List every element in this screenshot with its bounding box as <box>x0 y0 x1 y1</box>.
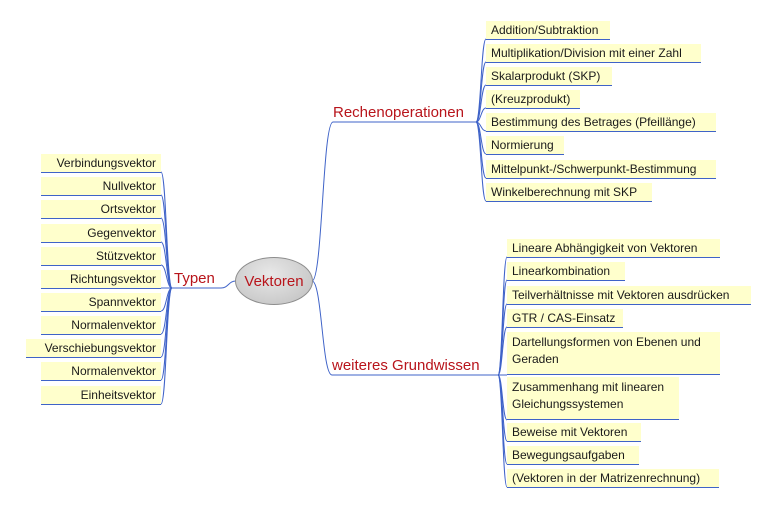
typen-item[interactable]: Verschiebungsvektor <box>26 339 161 358</box>
branch-rechenoperationen[interactable]: Rechenoperationen <box>333 104 464 121</box>
branch-weiteres-grundwissen[interactable]: weiteres Grundwissen <box>332 357 480 374</box>
connector-root-rechenoperationen <box>311 121 334 282</box>
rechen-item[interactable]: Normierung <box>486 136 564 155</box>
connector-typen-0 <box>160 171 173 289</box>
typen-item[interactable]: Verbindungsvektor <box>41 154 161 173</box>
connector-typen-10 <box>160 287 173 405</box>
grundwissen-item[interactable]: Bewegungsaufgaben <box>507 446 639 465</box>
typen-item[interactable]: Richtungsvektor <box>41 270 161 289</box>
connector-grund-1 <box>497 279 508 376</box>
branch-typen[interactable]: Typen <box>174 270 215 287</box>
typen-item[interactable]: Spannvektor <box>41 293 161 312</box>
typen-item[interactable]: Gegenvektor <box>41 224 161 243</box>
typen-item[interactable]: Ortsvektor <box>41 200 161 219</box>
grundwissen-item[interactable]: Beweise mit Vektoren <box>507 423 641 442</box>
connector-grund-3 <box>497 326 508 376</box>
grundwissen-item[interactable]: Linearkombination <box>507 262 625 281</box>
connector-rechen-3 <box>475 107 487 123</box>
rechen-item[interactable]: Multiplikation/Division mit einer Zahl <box>486 44 701 63</box>
typen-item[interactable]: Normalenvektor <box>41 362 161 381</box>
typen-item[interactable]: Stützvektor <box>41 247 161 266</box>
typen-item[interactable]: Normalenvektor <box>41 316 161 335</box>
grundwissen-item[interactable]: Teilverhältnisse mit Vektoren ausdrücken <box>507 286 751 305</box>
connector-typen-4 <box>160 264 173 289</box>
grundwissen-item[interactable]: Lineare Abhängigkeit von Vektoren <box>507 239 720 258</box>
grundwissen-item[interactable]: Zusammenhang mit linearen Gleichungssyst… <box>507 377 679 420</box>
connector-rechen-2 <box>475 84 487 123</box>
typen-item[interactable]: Einheitsvektor <box>41 386 161 405</box>
connector-grund-0 <box>497 256 508 376</box>
typen-item[interactable]: Nullvektor <box>41 177 161 196</box>
rechen-item[interactable]: Mittelpunkt-/Schwerpunkt-Bestimmung <box>486 160 716 179</box>
connector-typen-9 <box>160 287 173 381</box>
root-node[interactable]: Vektoren <box>235 257 313 305</box>
connector-rechen-1 <box>475 61 487 123</box>
connector-typen-1 <box>160 194 173 289</box>
rechen-item[interactable]: Addition/Subtraktion <box>486 21 610 40</box>
connector-rechen-7 <box>475 121 487 202</box>
connector-grund-8 <box>497 374 508 488</box>
rechen-item[interactable]: Skalarprodukt (SKP) <box>486 67 612 86</box>
grundwissen-item[interactable]: Dartellungsformen von Ebenen und Geraden <box>507 332 720 375</box>
grundwissen-item[interactable]: GTR / CAS-Einsatz <box>507 309 623 328</box>
connector-root-grundwissen <box>311 280 333 376</box>
root-label: Vektoren <box>244 272 304 290</box>
connector-root-typen <box>220 280 237 289</box>
grundwissen-item[interactable]: (Vektoren in der Matrizenrechnung) <box>507 469 719 488</box>
rechen-item[interactable]: (Kreuzprodukt) <box>486 90 580 109</box>
connector-rechen-0 <box>475 38 487 123</box>
rechen-item[interactable]: Winkelberechnung mit SKP <box>486 183 652 202</box>
rechen-item[interactable]: Bestimmung des Betrages (Pfeillänge) <box>486 113 716 132</box>
connector-typen-3 <box>160 241 173 289</box>
